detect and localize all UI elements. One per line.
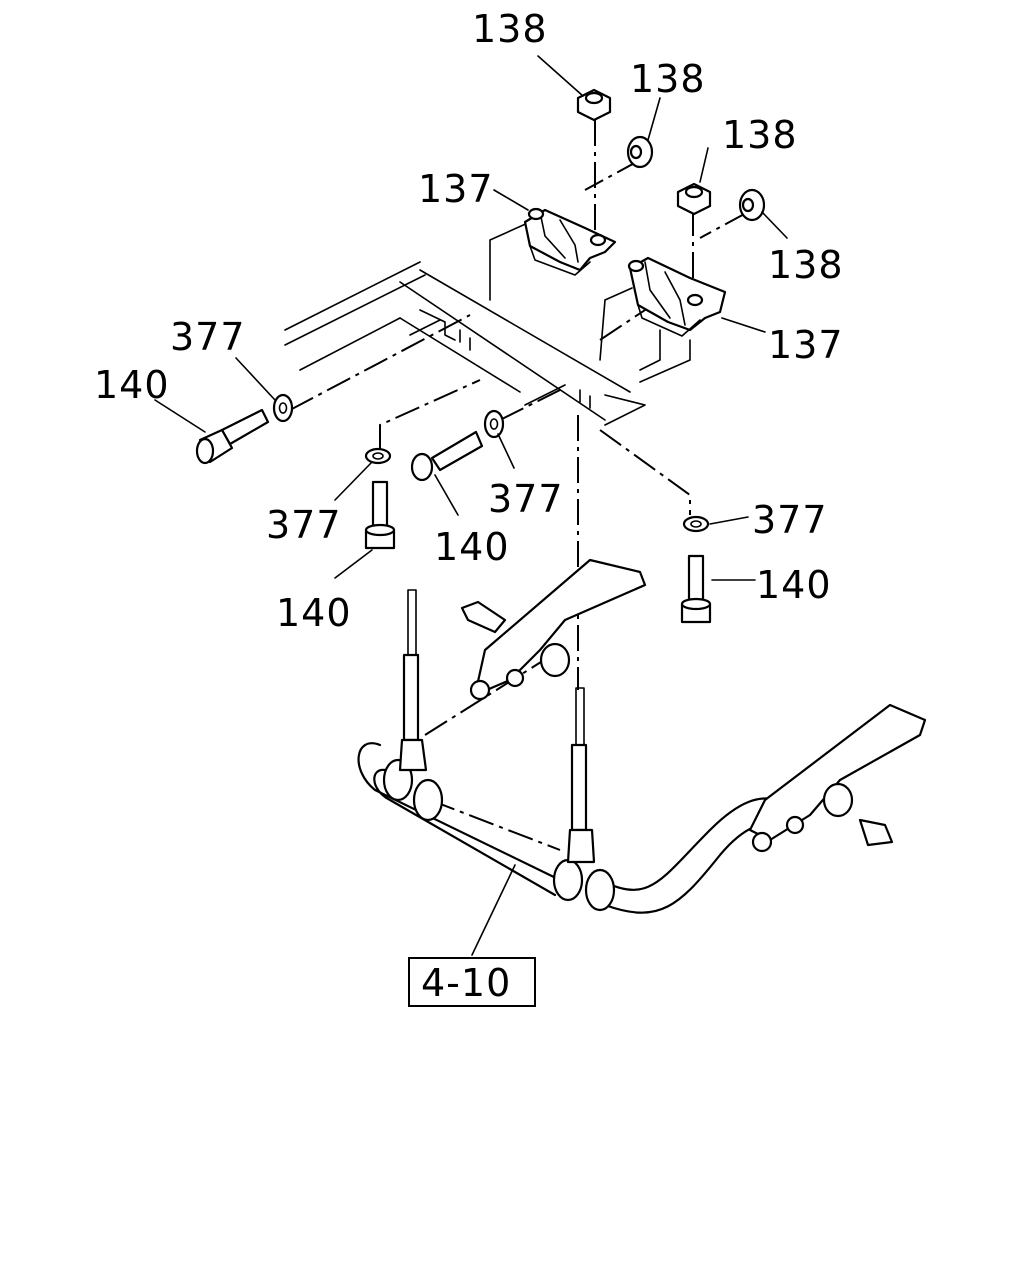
label-bracket-left: 137 <box>418 167 494 211</box>
reference-box: 4-10 <box>408 957 536 1007</box>
label-bracket-right: 137 <box>768 323 844 367</box>
label-bolt-left: 140 <box>94 363 170 407</box>
label-nut-top-b: 138 <box>630 57 706 101</box>
label-bolt-low: 140 <box>276 591 352 635</box>
label-bolt-mid: 140 <box>434 525 510 569</box>
label-washer-mid: 377 <box>266 503 342 547</box>
reference-box-label: 4-10 <box>421 961 511 1005</box>
label-washer-right: 377 <box>752 498 828 542</box>
label-nut-top-a: 138 <box>472 7 548 51</box>
label-washer-center: 377 <box>488 477 564 521</box>
assembly-lines <box>289 120 749 851</box>
bolt-icons <box>195 408 712 624</box>
stabilizer-bar <box>357 558 927 914</box>
label-bolt-right: 140 <box>756 563 832 607</box>
label-nut-right-a: 138 <box>722 113 798 157</box>
washer-icons <box>272 393 710 533</box>
callout-labels: 138 138 138 138 137 137 377 377 377 377 … <box>94 7 844 635</box>
label-washer-left: 377 <box>170 315 246 359</box>
bracket-right-part <box>627 256 727 337</box>
label-nut-right-b: 138 <box>768 243 844 287</box>
nut-icons <box>576 88 766 222</box>
frame-rails <box>284 261 646 426</box>
leader-lines <box>154 55 788 956</box>
bracket-left-part <box>523 207 617 276</box>
